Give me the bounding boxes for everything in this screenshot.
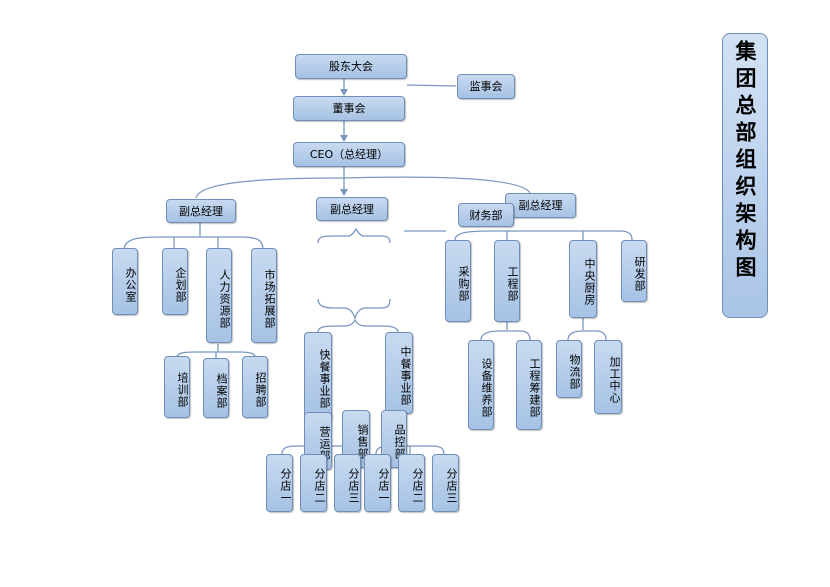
fastfood-node: 快餐事业部 bbox=[304, 332, 332, 420]
recruit-node: 招聘部 bbox=[242, 356, 268, 418]
vgm-center-node: 副总经理 bbox=[316, 197, 388, 221]
training-node: 培训部 bbox=[164, 356, 190, 418]
store-b3-node: 分店三 bbox=[432, 454, 459, 512]
rnd-node: 研发部 bbox=[621, 240, 647, 302]
engineering-node: 工程部 bbox=[494, 240, 520, 322]
kitchen-node: 中央厨房 bbox=[569, 240, 597, 318]
store-a3-node: 分店三 bbox=[334, 454, 361, 512]
archive-node: 档案部 bbox=[203, 358, 229, 418]
finance-node: 财务部 bbox=[458, 203, 514, 227]
planning-node: 企划部 bbox=[162, 248, 188, 315]
logistics-node: 物流部 bbox=[556, 340, 582, 398]
construction-node: 工程筹建部 bbox=[516, 340, 542, 430]
market-node: 市场拓展部 bbox=[251, 248, 277, 343]
shareholders-node: 股东大会 bbox=[295, 54, 407, 79]
chinese-node: 中餐事业部 bbox=[385, 332, 413, 414]
office-node: 办公室 bbox=[112, 248, 138, 315]
vgm-right-node: 副总经理 bbox=[505, 193, 576, 218]
board-node: 董事会 bbox=[293, 96, 405, 121]
store-b2-node: 分店二 bbox=[398, 454, 425, 512]
supervisors-node: 监事会 bbox=[457, 74, 515, 99]
ceo-node: CEO（总经理） bbox=[293, 142, 405, 167]
equipment-node: 设备维养部 bbox=[468, 340, 494, 430]
title-panel: 集团总部组织架构图 bbox=[722, 33, 768, 318]
store-b1-node: 分店一 bbox=[364, 454, 391, 512]
store-a1-node: 分店一 bbox=[266, 454, 293, 512]
chart-title: 集团总部组织架构图 bbox=[733, 40, 757, 283]
store-a2-node: 分店二 bbox=[300, 454, 327, 512]
purchase-node: 采购部 bbox=[445, 240, 471, 322]
vgm-left-node: 副总经理 bbox=[166, 199, 236, 223]
hr-node: 人力资源部 bbox=[206, 248, 232, 343]
processing-node: 加工中心 bbox=[594, 340, 622, 414]
